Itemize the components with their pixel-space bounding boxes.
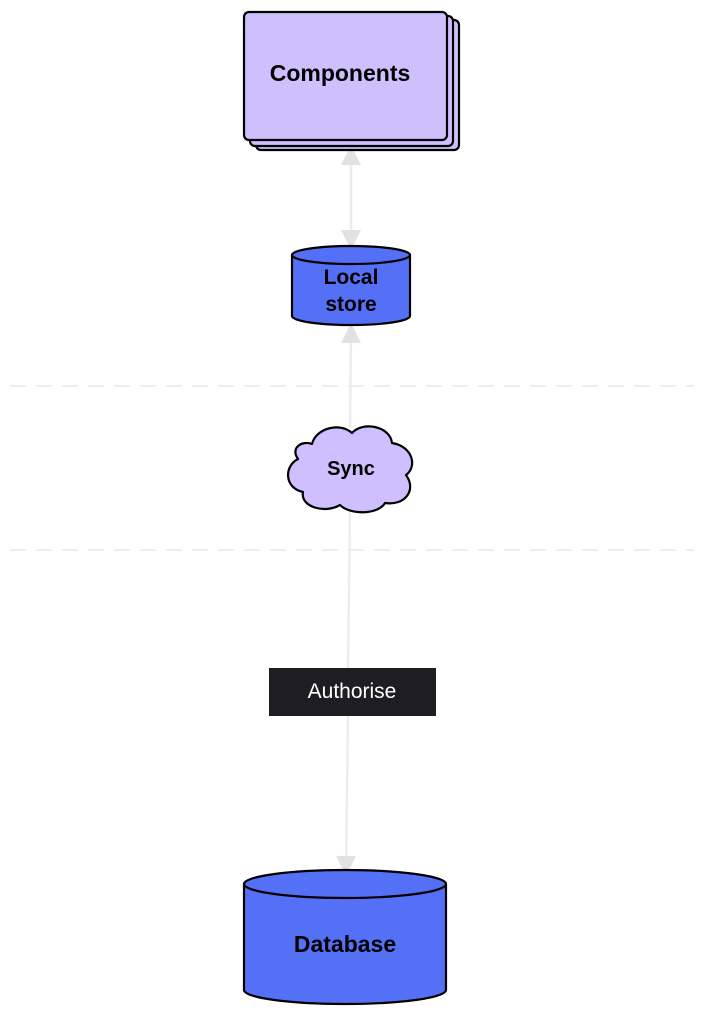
components-label: Components bbox=[270, 60, 411, 86]
authorise-node: Authorise bbox=[269, 668, 436, 716]
local-store-label-line1: Local bbox=[324, 266, 379, 289]
connector-local-store-sync bbox=[340, 323, 361, 429]
local-store-label-line2: store bbox=[325, 293, 376, 316]
local-store-node: Local store bbox=[290, 244, 412, 327]
connector-authorise-database bbox=[336, 715, 357, 876]
components-node: Components bbox=[242, 10, 461, 152]
connector-sync-authorise bbox=[346, 511, 352, 669]
authorise-label: Authorise bbox=[308, 680, 397, 703]
sync-node: Sync bbox=[287, 425, 414, 514]
database-node: Database bbox=[242, 868, 448, 1006]
sync-label: Sync bbox=[327, 458, 375, 480]
database-label: Database bbox=[294, 931, 396, 957]
